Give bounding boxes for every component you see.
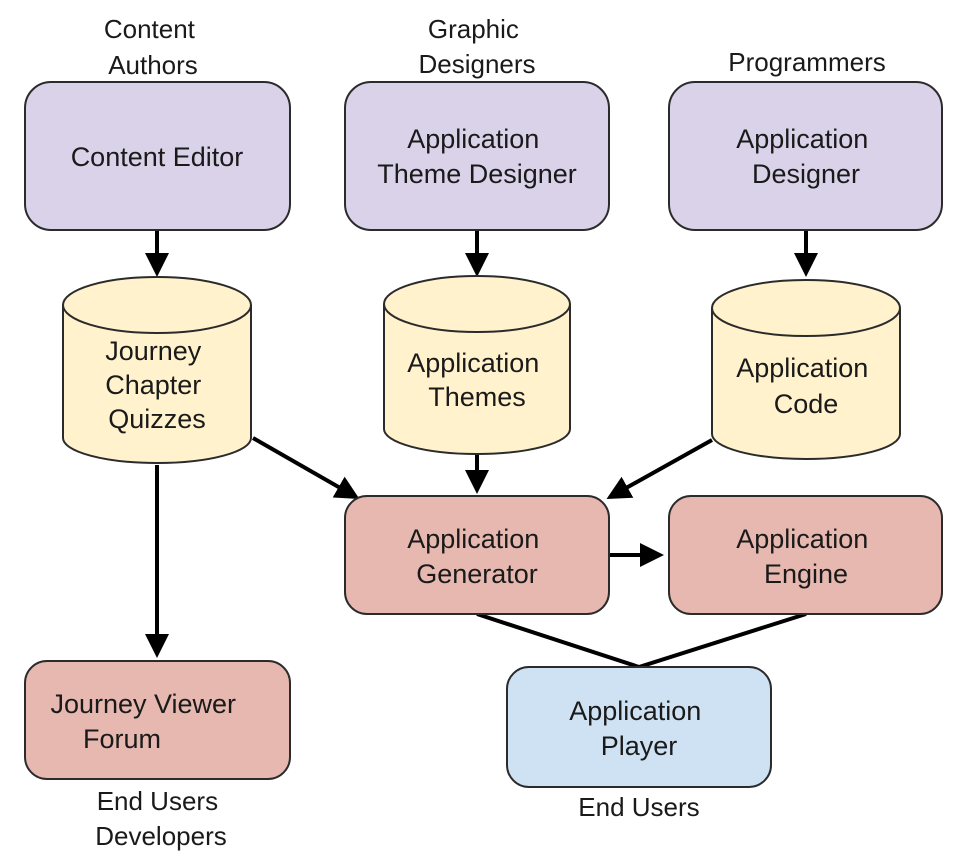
svg-text:Application Designer: Application Designer [736,124,876,189]
edge-journey-to-generator [252,436,360,499]
role-end-users-developers: End Users Developers [95,786,227,851]
svg-text:Application Engine: Application Engine [736,524,876,589]
store-application-code: Application Code [711,279,901,460]
node-journey-viewer-forum: Journey Viewer Forum [24,660,291,780]
svg-text:Application Player: Application Player [569,696,709,761]
node-content-editor: Content Editor [24,81,291,231]
svg-text:Application Code: Application Code [736,353,876,419]
edge-code-to-generator [606,438,713,499]
role-content-authors: Content Authors [104,14,202,80]
store-application-themes: Application Themes [383,275,571,455]
edge-generator-engine-to-player [476,612,807,670]
role-end-users: End Users [578,792,699,822]
role-programmers: Programmers [728,47,885,77]
store-journey-chapter-quizzes: Journey Chapter Quizzes [62,276,252,464]
svg-text:Application Themes: Application Themes [407,348,547,412]
svg-text:Journey Chapter Qu: Journey Chapter Quizzes [105,336,209,434]
node-application-theme-designer: Application Theme Designer [344,81,610,231]
node-application-player: Application Player [506,666,772,788]
svg-text:Journey Viewer Forum: Journey Viewer Forum [50,689,243,754]
node-application-engine: Application Engine [668,495,943,615]
role-graphic-designers: Graphic Designers [418,14,535,79]
svg-text:Application Generator: Application Generator [407,524,547,589]
svg-text:Application Theme Design: Application Theme Designer [377,124,577,189]
svg-text:Content Editor: Content Editor [71,142,244,172]
node-application-generator: Application Generator [344,495,610,615]
node-application-designer: Application Designer [668,81,943,231]
